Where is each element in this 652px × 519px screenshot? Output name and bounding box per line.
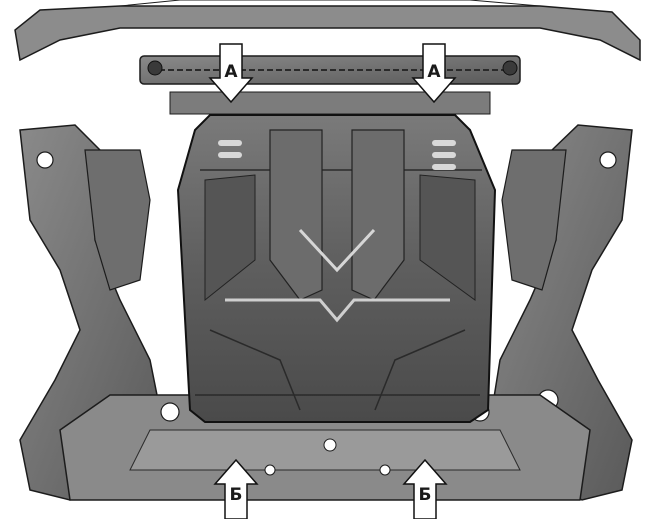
marker-a-left: А xyxy=(208,43,254,104)
marker-b-left: Б xyxy=(213,458,259,519)
marker-b-right: Б xyxy=(402,458,448,519)
marker-b-right-label: Б xyxy=(419,485,432,505)
upper-crossmember xyxy=(139,55,521,115)
marker-a-left-label: А xyxy=(224,62,238,82)
marker-a-right: А xyxy=(411,43,457,104)
skid-plate xyxy=(176,114,497,423)
marker-b-left-label: Б xyxy=(230,485,243,505)
upper-body-outline xyxy=(14,0,641,62)
marker-a-right-label: А xyxy=(427,62,441,82)
